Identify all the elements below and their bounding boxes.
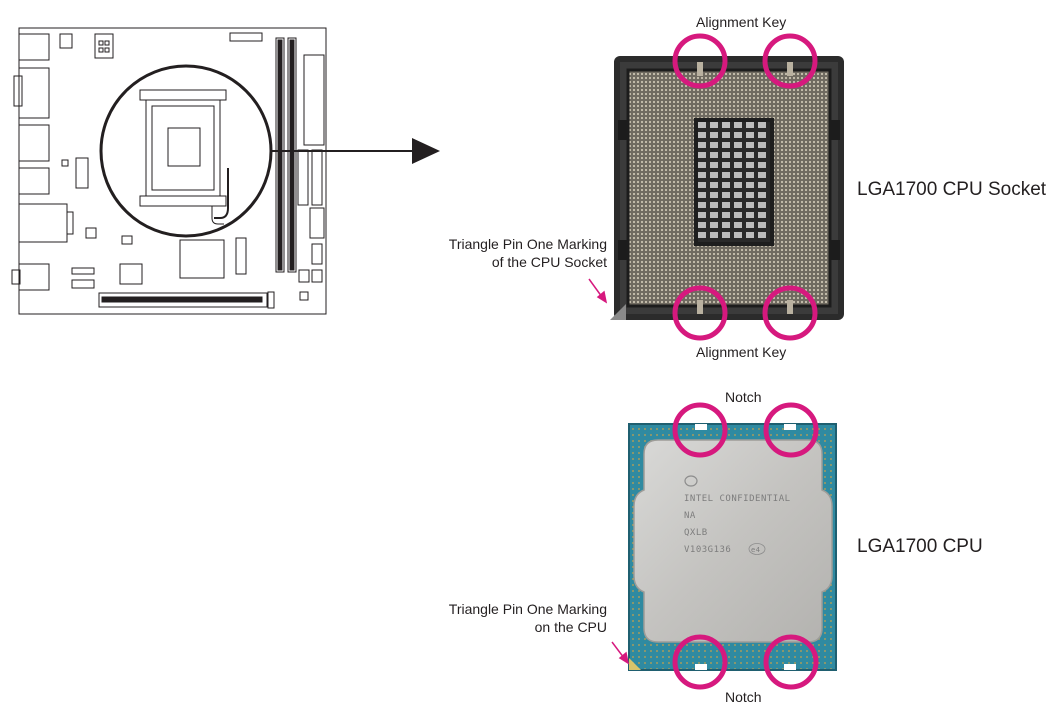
motherboard-diagram: [11, 27, 440, 315]
cpu-marking-line1: INTEL CONFIDENTIAL: [684, 494, 791, 504]
socket-alignment-key-top-label: Alignment Key: [696, 14, 787, 30]
cpu-triangle-label: Triangle Pin One Marking on the CPU: [380, 600, 607, 636]
cpu-notch-bottom-label: Notch: [725, 689, 762, 705]
cpu-marking-line3: QXLB: [684, 528, 708, 538]
cpu-triangle-label-line2: on the CPU: [534, 619, 607, 635]
cpu-image: INTEL CONFIDENTIAL NA QXLB V103G136 e4: [628, 423, 837, 671]
cpu-marking-badge: e4: [751, 546, 760, 554]
socket-alignment-key-bottom-label: Alignment Key: [696, 344, 787, 360]
cpu-socket-image: [610, 56, 844, 320]
socket-triangle-marker: [610, 304, 626, 320]
right-arrow-icon: [412, 138, 440, 164]
socket-triangle-label-line1: Triangle Pin One Marking: [448, 236, 607, 252]
cpu-name-label: LGA1700 CPU: [857, 536, 983, 557]
cpu-triangle-marker: [629, 658, 641, 670]
cpu-triangle-label-line1: Triangle Pin One Marking: [448, 601, 607, 617]
cpu-notch-top-label: Notch: [725, 389, 762, 405]
socket-triangle-label: Triangle Pin One Marking of the CPU Sock…: [380, 235, 607, 271]
cpu-marking-line2: NA: [684, 511, 696, 521]
socket-triangle-label-line2: of the CPU Socket: [491, 254, 607, 270]
socket-name-label: LGA1700 CPU Socket: [857, 179, 1047, 200]
cpu-marking-line4: V103G136: [684, 545, 731, 555]
